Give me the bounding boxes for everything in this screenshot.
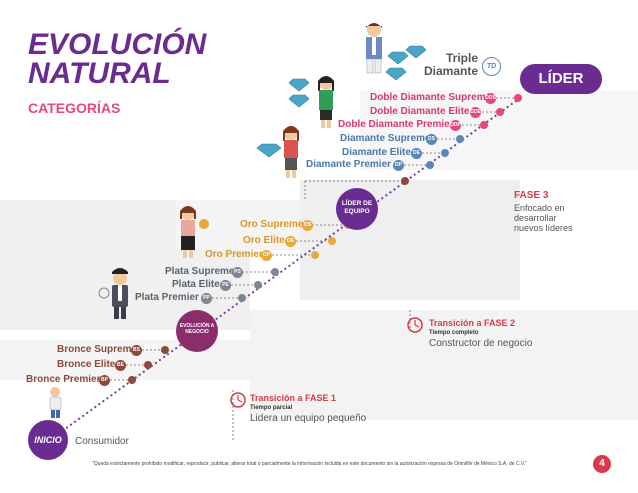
milestone-evolucion: EVOLUCIÓN A NEGOCIO [176, 310, 218, 352]
fase2-sub: Tiempo completo [429, 330, 479, 336]
fase3-title: FASE 3 [514, 190, 549, 201]
level-badge: OP [261, 250, 272, 261]
level-diamante-supreme: Diamante Supreme [340, 133, 431, 144]
page-number: 4 [593, 455, 611, 473]
level-oro-elite: Oro Elite [243, 235, 285, 246]
level-bronce-premier: Bronce Premier [26, 374, 101, 385]
level-bronce-supreme: Bronce Supreme [57, 344, 138, 355]
level-plata-supreme: Plata Supreme [165, 266, 235, 277]
level-badge: PP [201, 293, 212, 304]
level-plata-premier: Plata Premier [135, 292, 199, 303]
level-badge: DE [411, 148, 422, 159]
triple-diamante-badge: TD [482, 57, 501, 76]
level-badge: DP [393, 160, 404, 171]
fase2-title: Transición a FASE 2 [429, 318, 516, 328]
level-badge: BS [131, 345, 142, 356]
level-diamante-elite: Diamante Elite [342, 147, 411, 158]
level-badge: DDP [450, 120, 461, 131]
level-badge: DS [426, 134, 437, 145]
level-oro-supreme: Oro Supreme [240, 219, 304, 230]
level-badge: OS [302, 220, 313, 231]
level-plata-elite: Plata Elite [172, 279, 220, 290]
level-badge: PS [232, 267, 243, 278]
level-badge: BE [115, 360, 126, 371]
milestone-lider-equipo: LÍDER DE EQUIPO [336, 188, 378, 230]
milestone-inicio: INICIO [28, 420, 68, 460]
page-title: EVOLUCIÓN NATURAL [28, 28, 207, 90]
level-badge: DDS [485, 93, 496, 104]
consumidor-label: Consumidor [75, 436, 129, 447]
level-triple-diamante: Triple Diamante [423, 51, 478, 78]
level-badge: PE [220, 280, 231, 291]
fase2-desc: Constructor de negocio [429, 338, 533, 349]
footer-disclaimer: "Queda estrictamente prohibido modificar… [92, 461, 527, 467]
level-diamante-premier: Diamante Premier [306, 159, 392, 170]
page-subtitle: CATEGORÍAS [28, 100, 121, 116]
fase1-sub: Tiempo parcial [250, 405, 293, 411]
level-badge: DDE [470, 107, 481, 118]
level-doble-diamante-supreme: Doble Diamante Supreme [370, 92, 492, 103]
fase1-desc: Lidera un equipo pequeño [250, 413, 367, 424]
fase3-desc: Enfocado en desarrollar nuevos líderes [514, 203, 573, 233]
person-figures [49, 23, 382, 418]
fase1-title: Transición a FASE 1 [250, 393, 337, 403]
level-doble-diamante-elite: Doble Diamante Elite [370, 106, 470, 117]
level-badge: OE [285, 236, 296, 247]
milestone-lider: LÍDER [520, 64, 602, 94]
level-doble-diamante-premier: Doble Diamante Premier [338, 119, 454, 130]
level-oro-premier: Oro Premier [205, 249, 263, 260]
level-bronce-elite: Bronce Elite [57, 359, 116, 370]
level-badge: BP [99, 375, 110, 386]
